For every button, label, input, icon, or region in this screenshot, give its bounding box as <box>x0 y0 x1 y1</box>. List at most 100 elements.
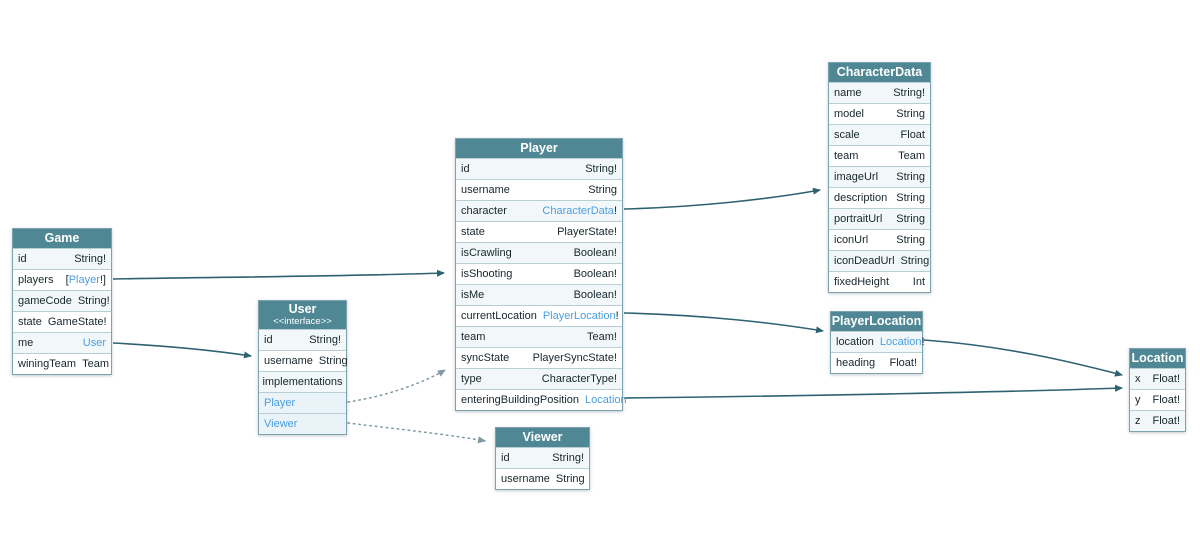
node-title-location: Location <box>1130 349 1185 368</box>
type-link-characterdata[interactable]: CharacterData <box>542 205 614 217</box>
field-name: fixedHeight <box>834 276 890 288</box>
field-type: String <box>900 255 930 267</box>
field-type: User <box>83 337 106 349</box>
type-link-location[interactable]: Location <box>879 336 922 348</box>
field-name: type <box>461 373 482 385</box>
field-type: String <box>555 473 585 485</box>
field-name: isMe <box>461 289 485 301</box>
node-title-playerlocation: PlayerLocation <box>831 312 922 331</box>
field-name: x <box>1135 373 1141 385</box>
field-name: winingTeam <box>18 358 77 370</box>
node-subtitle-text: <<interface>> <box>273 316 332 327</box>
field-row-isMe[interactable]: isMe Boolean! <box>456 284 622 305</box>
field-type: Float! <box>1152 394 1180 406</box>
edge-user-viewer-to-viewer <box>347 422 486 444</box>
field-row-location[interactable]: location Location! <box>831 331 925 352</box>
field-type: Float <box>900 129 925 141</box>
type-suffix: ! <box>921 336 925 348</box>
field-type: PlayerLocation! <box>543 310 619 322</box>
type-link-player[interactable]: Player <box>68 274 100 286</box>
field-type: String <box>896 171 925 183</box>
field-row-scale[interactable]: scale Float <box>829 124 930 145</box>
type-link-location[interactable]: Location <box>585 394 627 406</box>
field-type: Boolean! <box>573 289 617 301</box>
field-name: location <box>836 336 874 348</box>
field-name: id <box>264 334 273 346</box>
field-type: String! <box>74 253 106 265</box>
field-name: username <box>264 355 313 367</box>
edge-player-currentlocation-to-playerlocation <box>623 312 824 334</box>
type-link-viewer[interactable]: Viewer <box>264 418 298 430</box>
node-title-game: Game <box>13 229 111 248</box>
field-type: String <box>896 192 925 204</box>
field-row-syncState[interactable]: syncState PlayerSyncState! <box>456 347 622 368</box>
field-name: username <box>461 184 510 196</box>
field-type: String <box>896 108 925 120</box>
node-title-text: CharacterData <box>836 65 923 79</box>
node-title-text: Player <box>520 141 558 155</box>
field-name: scale <box>834 129 860 141</box>
type-link-playerlocation[interactable]: PlayerLocation <box>542 310 616 322</box>
field-type: GameState! <box>47 316 107 328</box>
field-name: gameCode <box>18 295 72 307</box>
edge-user-player-to-player <box>347 369 446 403</box>
field-type: CharacterType! <box>541 373 617 385</box>
node-title-text: User <box>288 302 317 316</box>
field-row-type[interactable]: type CharacterType! <box>456 368 622 389</box>
field-type: [Player!] <box>66 274 106 286</box>
field-row-players[interactable]: players[Player!] <box>13 269 111 290</box>
field-type: PlayerSyncState! <box>532 352 617 364</box>
field-type: PlayerState! <box>557 226 617 238</box>
type-link-player[interactable]: Player <box>264 397 296 409</box>
type-suffix: ! <box>615 310 619 322</box>
field-name: state <box>18 316 42 328</box>
field-row-state[interactable]: state GameState! <box>13 311 111 332</box>
implementation-row-viewer[interactable]: Viewer <box>259 413 346 434</box>
type-link-user[interactable]: User <box>82 337 106 349</box>
edge-player-character-to-characterdata <box>623 187 821 210</box>
implementation-row-player[interactable]: Player <box>259 392 346 413</box>
field-name: name <box>834 87 862 99</box>
field-name: heading <box>836 357 876 369</box>
field-name: syncState <box>461 352 510 364</box>
field-type: String! <box>552 452 584 464</box>
